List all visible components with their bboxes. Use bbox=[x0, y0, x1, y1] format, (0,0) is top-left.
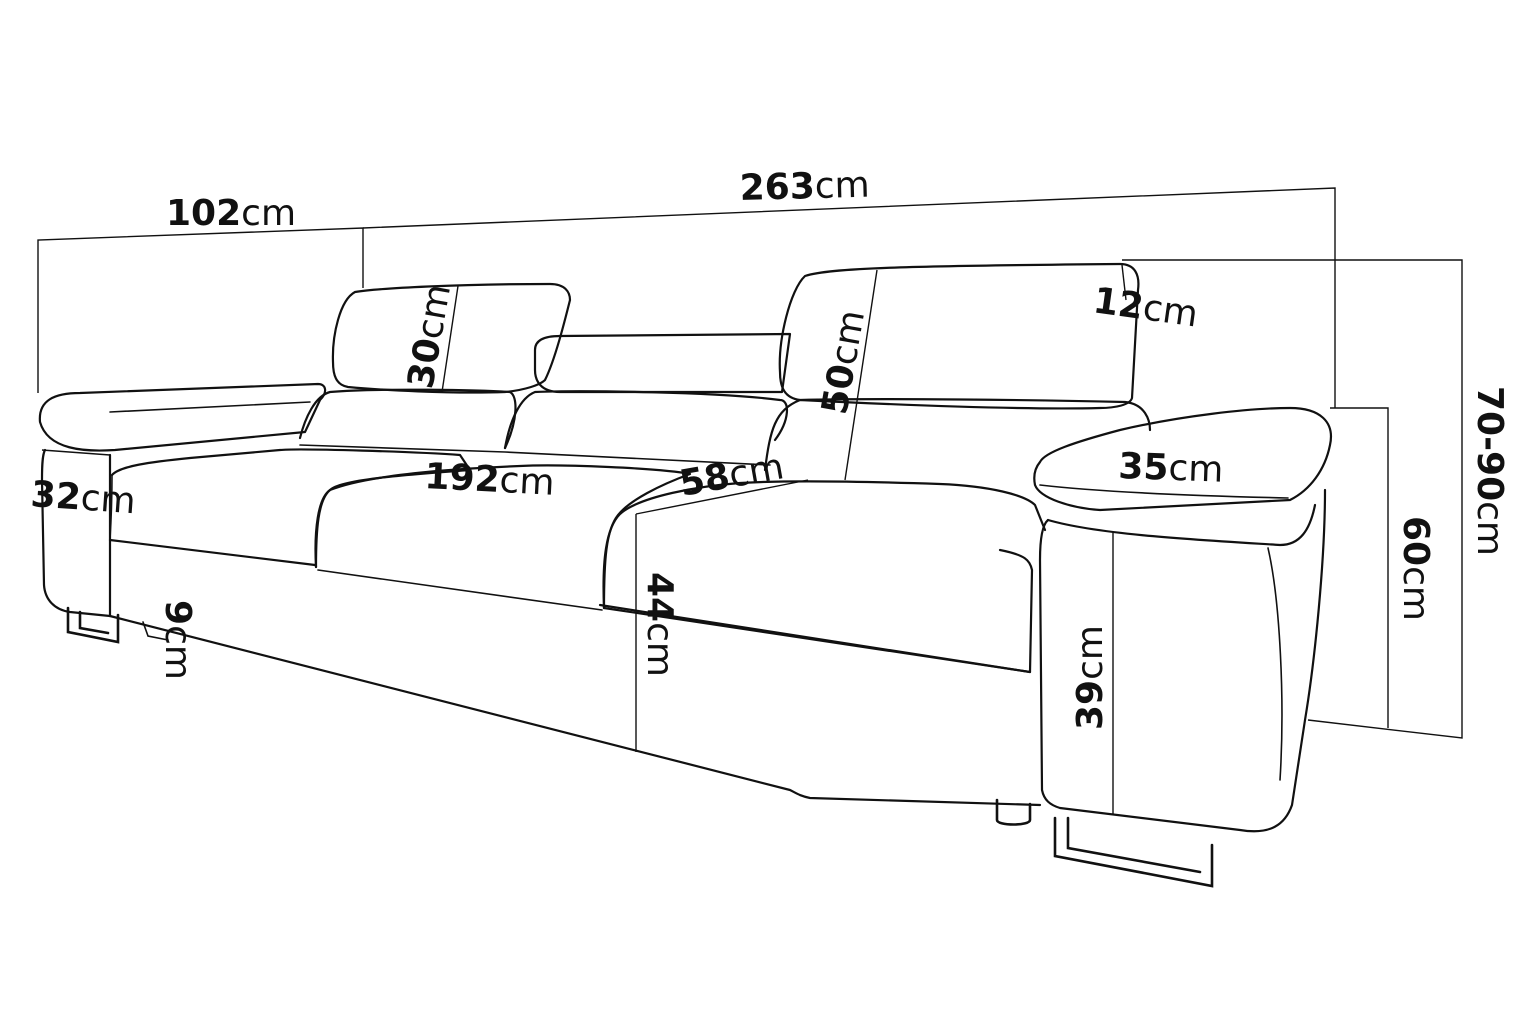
label-arm-width: 32cm bbox=[29, 474, 137, 522]
label-width: 263cm bbox=[739, 165, 870, 209]
label-headrest-2: 50cm bbox=[814, 307, 873, 418]
label-depth: 102cm bbox=[166, 193, 296, 234]
sofa-outline bbox=[38, 262, 1333, 888]
label-leg-height: 9cm bbox=[157, 600, 198, 680]
label-seat-height: 44cm bbox=[639, 572, 680, 677]
dimension-lines bbox=[37, 187, 1463, 815]
label-arm-depth: 35cm bbox=[1118, 446, 1224, 491]
label-headrest-thickness: 12cm bbox=[1091, 280, 1201, 335]
dimension-labels: 102cm 263cm 30cm 50cm 12cm 70-90cm 60cm … bbox=[29, 165, 1510, 730]
label-arm-height: 39cm bbox=[1070, 625, 1111, 730]
label-back-height: 60cm bbox=[1395, 516, 1436, 621]
label-seat-width: 192cm bbox=[424, 456, 556, 504]
label-headrest-1: 30cm bbox=[400, 281, 459, 392]
label-total-height: 70-90cm bbox=[1469, 386, 1510, 556]
label-seat-depth: 58cm bbox=[676, 446, 787, 505]
